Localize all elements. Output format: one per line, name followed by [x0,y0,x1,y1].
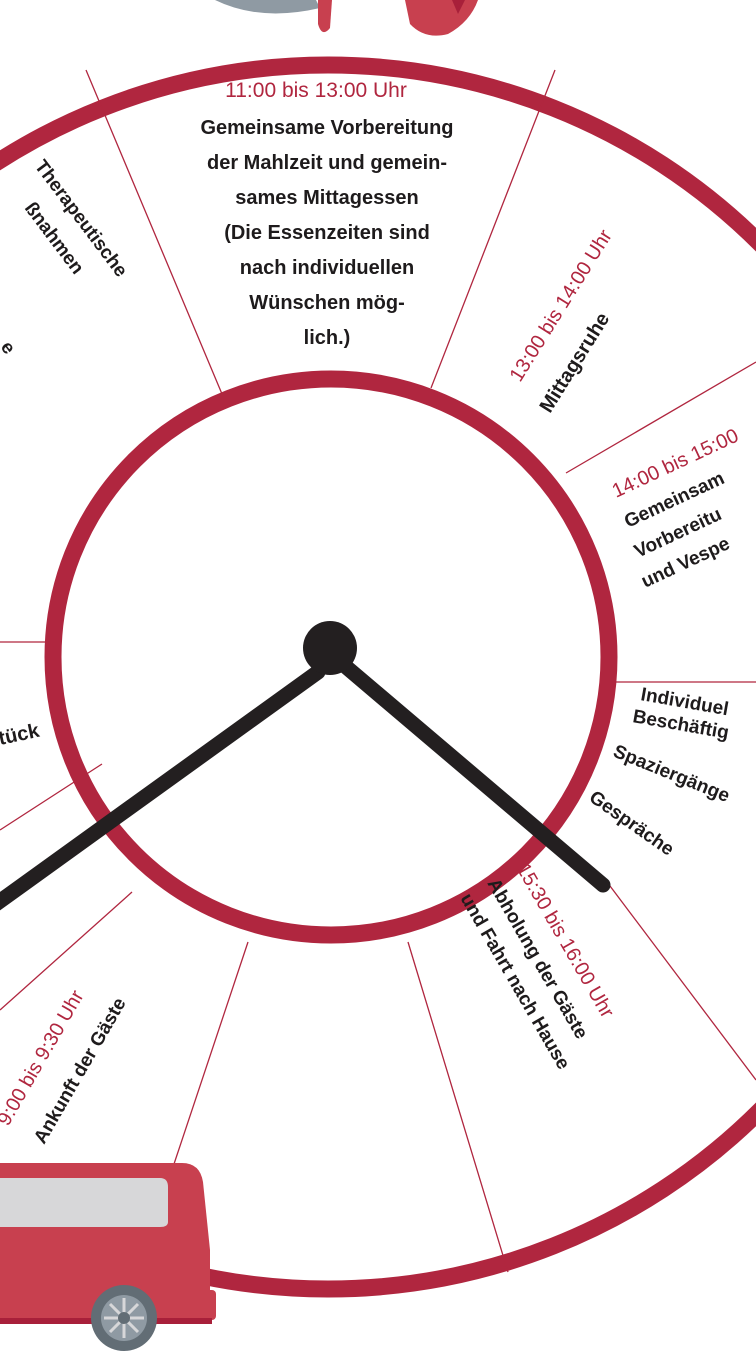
segment-activity-line: sames Mittagessen [235,187,418,209]
segment-therapy: Therapeutische ßnahmen [20,156,131,281]
mug-icon [215,0,478,36]
segment-breakfast: tück [0,720,42,750]
divider [430,69,556,389]
segment-activity-line: Gemeinsame Vorbereitung [200,117,453,139]
segment-activity-line: Wünschen mög- [249,292,405,314]
segment-left-fragment: e [0,337,19,358]
divider [171,941,249,1171]
clock-center [303,621,357,675]
segment-activity-fragment: tück [0,720,42,750]
van-icon [0,1163,216,1324]
segment-activity-line: Gespräche [585,787,678,861]
segment-rest: 13:00 bis 14:00 Uhr Mittagsruhe [506,226,617,417]
divider [407,941,509,1273]
segment-activity-line: nach individuellen [240,257,414,279]
outer-ring [0,56,756,1298]
divider [0,891,133,1011]
clock-hands [0,652,611,911]
segment-arrival: 9:00 bis 9:30 Uhr Ankunft der Gäste [0,986,131,1147]
divider [85,69,223,395]
segment-activity-line: der Mahlzeit und gemein- [207,152,447,174]
minute-hand [330,652,611,893]
segment-activity-line: lich.) [304,327,351,349]
segment-activity-line: (Die Essenzeiten sind [224,222,430,244]
segment-lunch: 11:00 bis 13:00 Uhr Gemeinsame Vorbereit… [200,79,453,349]
segment-activity-fragment: e [0,337,19,358]
divider [606,881,756,1081]
segment-time: 11:00 bis 13:00 Uhr [225,79,407,102]
divider [565,361,756,474]
wheel-icon [91,1285,157,1351]
hour-hand [0,664,326,911]
segment-activity-line: Spaziergänge [610,741,732,807]
segment-dividers [0,69,756,1273]
segment-time: 13:00 bis 14:00 Uhr [506,226,617,386]
inner-ring [44,370,618,944]
segment-snack: 14:00 bis 15:00 Gemeinsam Vorbereitu und… [609,425,742,593]
